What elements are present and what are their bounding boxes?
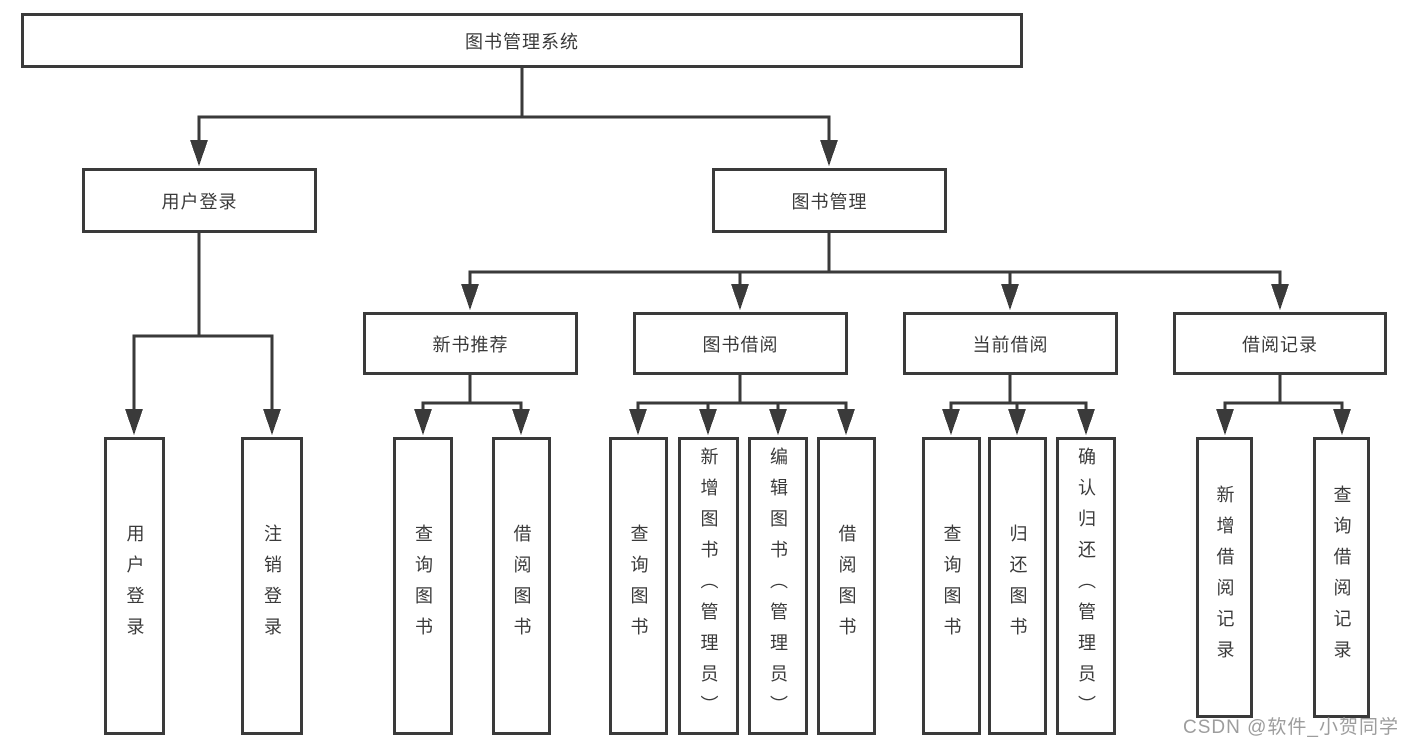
node-label: 查询图书 (941, 524, 962, 648)
node-label: 注销登录 (262, 524, 282, 648)
arrowhead (414, 409, 432, 435)
leaf-confirm-return-admin: 确认归还（管理员） (1056, 437, 1116, 735)
arrowhead (1077, 409, 1095, 435)
connector-current-borrowing-children (942, 373, 1095, 435)
arrowhead (1216, 409, 1234, 435)
node-label: 查询借阅记录 (1331, 484, 1352, 671)
leaf-query-borrow-record: 查询借阅记录 (1313, 437, 1370, 718)
arrowhead (820, 140, 838, 166)
arrowhead (1008, 409, 1026, 435)
node-label: 借阅图书 (511, 524, 532, 648)
leaf-query-books-borrowing: 查询图书 (609, 437, 668, 735)
node-label: 查询图书 (413, 524, 433, 648)
node-book-borrowing: 图书借阅 (633, 312, 848, 375)
node-label: 编辑图书（管理员） (768, 446, 788, 726)
arrowhead (942, 409, 960, 435)
connector-book-management-to-level3 (461, 231, 1289, 310)
node-new-book-recommend: 新书推荐 (363, 312, 578, 375)
arrowhead (1271, 284, 1289, 310)
connector-book-borrowing-children (629, 373, 855, 435)
node-current-borrowing: 当前借阅 (903, 312, 1118, 375)
arrowhead (1333, 409, 1351, 435)
node-label: 借阅记录 (1242, 334, 1318, 355)
connector-user-login-children (125, 231, 281, 435)
arrowhead (629, 409, 647, 435)
arrowhead (461, 284, 479, 310)
leaf-logout: 注销登录 (241, 437, 303, 735)
node-label: 新增图书（管理员） (698, 446, 719, 726)
arrowhead (512, 409, 530, 435)
node-label: 新书推荐 (432, 334, 509, 355)
connector-borrowing-records-children (1216, 373, 1351, 435)
connector-root-to-level2 (190, 66, 838, 166)
node-label: 归还图书 (1007, 524, 1028, 648)
node-label: 新增借阅记录 (1214, 484, 1235, 671)
arrowhead (190, 140, 208, 166)
node-label: 查询图书 (628, 524, 649, 648)
leaf-borrow-books-recommend: 借阅图书 (492, 437, 551, 735)
node-library-system: 图书管理系统 (21, 13, 1023, 68)
connector-new-book-children (414, 373, 530, 435)
arrowhead (1001, 284, 1019, 310)
node-label: 借阅图书 (836, 524, 857, 648)
arrowhead (769, 409, 787, 435)
leaf-query-books-current: 查询图书 (922, 437, 981, 735)
node-label: 确认归还（管理员） (1076, 446, 1096, 726)
node-borrowing-records: 借阅记录 (1173, 312, 1387, 375)
node-label: 图书借阅 (702, 334, 779, 355)
csdn-watermark: CSDN @软件_小贺同学 (1183, 717, 1399, 738)
leaf-edit-books-admin: 编辑图书（管理员） (748, 437, 808, 735)
leaf-add-borrow-record: 新增借阅记录 (1196, 437, 1253, 718)
node-label: 图书管理 (791, 191, 868, 212)
leaf-return-books: 归还图书 (988, 437, 1047, 735)
node-book-management: 图书管理 (712, 168, 947, 233)
node-label: 当前借阅 (972, 334, 1049, 355)
node-label: 用户登录 (161, 191, 238, 212)
arrowhead (263, 409, 281, 435)
node-label: 用户登录 (124, 524, 145, 648)
leaf-borrow-books: 借阅图书 (817, 437, 876, 735)
arrowhead (837, 409, 855, 435)
arrowhead (731, 284, 749, 310)
node-user-login: 用户登录 (82, 168, 317, 233)
leaf-add-books-admin: 新增图书（管理员） (678, 437, 739, 735)
arrowhead (699, 409, 717, 435)
leaf-user-login: 用户登录 (104, 437, 165, 735)
arrowhead (125, 409, 143, 435)
leaf-query-books-recommend: 查询图书 (393, 437, 453, 735)
node-label: 图书管理系统 (465, 31, 579, 52)
